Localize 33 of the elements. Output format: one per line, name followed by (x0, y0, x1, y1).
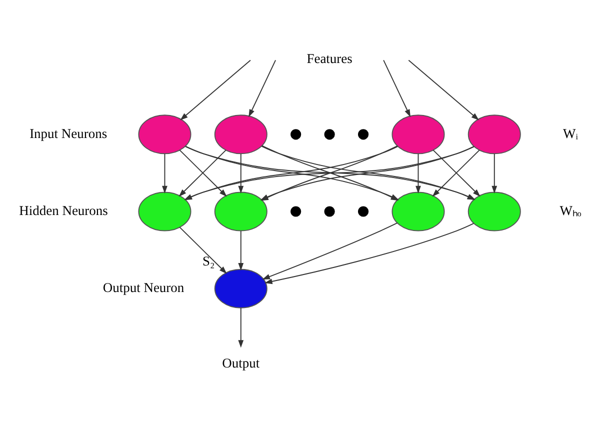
node-dot (290, 206, 302, 217)
arrow (383, 60, 411, 118)
arrow (238, 153, 244, 194)
arrow (264, 222, 474, 284)
arrow (416, 153, 421, 194)
arrow (408, 60, 480, 120)
arrow (180, 60, 251, 120)
label: Wᵢ (563, 126, 578, 141)
arrow (179, 226, 227, 274)
node-dot (324, 206, 335, 217)
node-dot (358, 206, 369, 217)
label: Output Neuron (102, 280, 184, 296)
arrow (238, 308, 244, 348)
arrow (162, 153, 168, 194)
arrow (238, 230, 244, 271)
node-label: S₂ (202, 254, 215, 269)
node-circle (214, 268, 268, 308)
node-circle (468, 114, 521, 154)
node-dot (324, 129, 335, 140)
node-dot (358, 129, 369, 140)
node-circle (214, 114, 268, 154)
label: Wₕₒ (560, 203, 582, 218)
arrow (262, 222, 398, 280)
arrow (248, 60, 276, 118)
node-circle (138, 114, 192, 154)
label: Hidden Neurons (19, 203, 108, 218)
label: Input Neurons (30, 126, 108, 141)
node-circle (214, 192, 268, 232)
node-dot (290, 129, 302, 140)
arrow (492, 153, 498, 194)
node-text: Output (222, 355, 260, 370)
label: Features (306, 50, 352, 66)
node-circle (392, 114, 445, 154)
